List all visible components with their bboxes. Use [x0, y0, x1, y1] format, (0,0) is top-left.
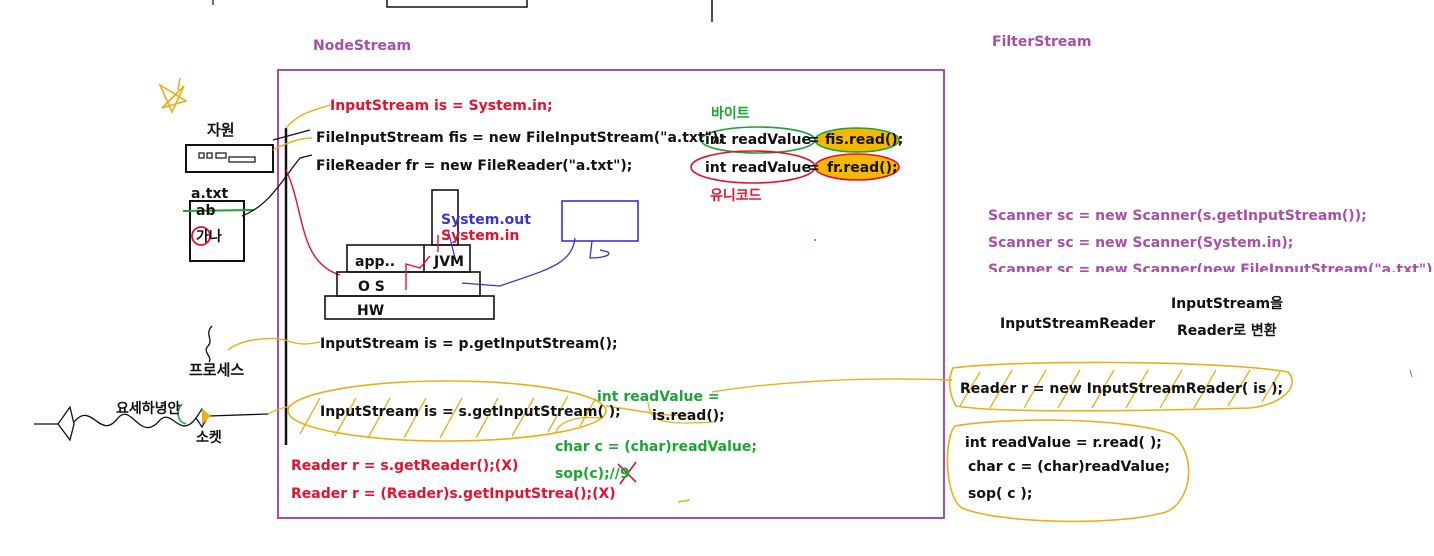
fr-read-lhs: int readValue	[705, 160, 811, 176]
code-system-in: InputStream is = System.in;	[330, 98, 553, 114]
system-out-label: System.out	[441, 212, 531, 228]
stack-app-label: app..	[355, 254, 396, 270]
code-file-reader: FileReader fr = new FileReader("a.txt");	[316, 158, 633, 174]
node-stream-frame	[277, 69, 945, 519]
fr-read-highlight	[814, 153, 900, 181]
node-stream-heading: NodeStream	[313, 38, 412, 54]
read-region	[946, 419, 1190, 523]
scanner-line-3: Scanner sc = new Scanner(new FileInputSt…	[988, 262, 1434, 272]
fr-read-eq: =	[808, 160, 820, 176]
socket-read-line4: sop(c);//	[555, 466, 620, 482]
code-cast-reader-x: Reader r = (Reader)s.getInputStrea();(X)	[291, 486, 616, 502]
fis-read-highlight	[814, 127, 900, 153]
socket-hatching	[299, 395, 597, 439]
socket-label: 소켓	[196, 430, 222, 446]
socket-read-line2: is.read();	[652, 408, 725, 424]
fis-read-eq: =	[808, 132, 820, 148]
code-process-stream: InputStream is = p.getInputStream();	[320, 336, 618, 352]
star-icon	[158, 77, 188, 114]
isr-note-1: InputStream을	[1171, 296, 1283, 312]
scanner-line-1: Scanner sc = new Scanner(s.getInputStrea…	[988, 208, 1367, 224]
reader-read-line-1: int readValue = r.read( );	[965, 435, 1162, 451]
reader-isr-line: Reader r = new InputStreamReader( is );	[960, 381, 1284, 397]
stack-jvm-label: JVM	[434, 254, 464, 270]
unicode-label: 유니코드	[710, 188, 762, 204]
byte-label: 바이트	[711, 106, 750, 122]
socket-message: 요세하녕안	[116, 401, 181, 417]
strike-x	[617, 461, 637, 485]
resource-device-icon	[185, 144, 274, 173]
stack-hw-box	[324, 295, 495, 320]
char-circle	[191, 226, 211, 246]
scanner-line-2: Scanner sc = new Scanner(System.in);	[988, 235, 1294, 251]
process-label: 프로세스	[189, 361, 245, 379]
socket-read-struck: 9	[620, 466, 630, 482]
fis-read-lhs: int readValue	[705, 132, 811, 148]
socket-read-line3: char c = (char)readValue;	[555, 439, 757, 455]
stack-os-label: O S	[358, 279, 385, 295]
reader-region	[948, 361, 1293, 412]
reader-read-line-2: char c = (char)readValue;	[968, 459, 1170, 475]
file-chars-label: 가나	[196, 229, 222, 245]
byte-strike-line	[182, 209, 255, 212]
fr-read-rhs: fr.read();	[827, 160, 898, 176]
isr-title: InputStreamReader	[1000, 316, 1156, 332]
socket-read-line1: int readValue =	[597, 389, 720, 405]
file-name-label: a.txt	[191, 186, 229, 202]
stack-hw-label: HW	[357, 303, 385, 319]
resource-label: 자원	[207, 121, 235, 139]
reader-read-line-3: sop( c );	[968, 486, 1033, 502]
code-socket-stream: InputStream is = s.getInputStream( );	[320, 404, 621, 420]
filter-stream-heading: FilterStream	[992, 34, 1092, 50]
reader-hatching	[959, 369, 1281, 409]
fis-read-rhs: fis.read();	[825, 132, 904, 148]
code-get-reader-x: Reader r = s.getReader();(X)	[291, 458, 519, 474]
monitor-icon	[561, 200, 639, 242]
process-squiggle-icon	[205, 325, 213, 363]
top-box-fragment	[386, 0, 528, 8]
system-in-label: System.in	[441, 228, 520, 244]
socket-stream-oval	[287, 380, 607, 442]
file-box-icon	[189, 200, 245, 262]
isr-note-2: Reader로 변환	[1177, 323, 1277, 339]
code-file-input-stream: FileInputStream fis = new FileInputStrea…	[316, 130, 724, 146]
file-bytes-label: ab	[196, 203, 216, 219]
socket-ear-icon	[34, 405, 269, 442]
